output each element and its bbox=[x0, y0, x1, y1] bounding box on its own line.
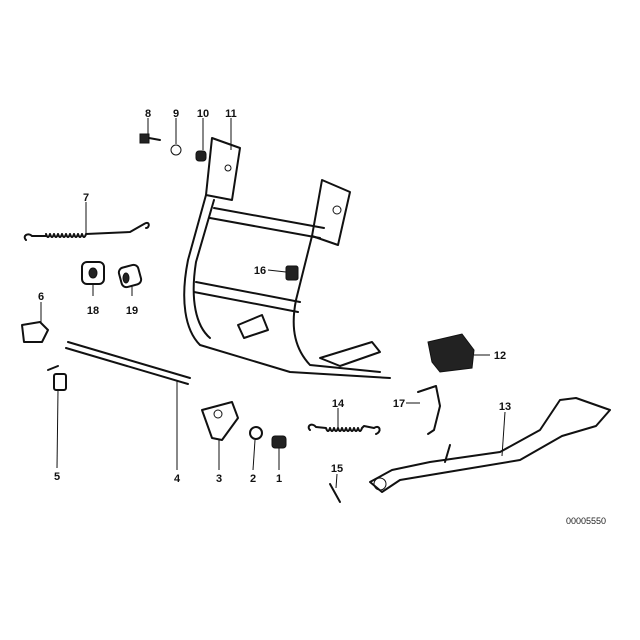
callout-19: 19 bbox=[126, 305, 138, 317]
leader-lines bbox=[40, 118, 506, 489]
callout-16: 16 bbox=[254, 265, 266, 277]
part-washer-2 bbox=[249, 426, 263, 440]
callout-5: 5 bbox=[54, 471, 60, 483]
callout-15: 15 bbox=[331, 463, 343, 475]
callout-10: 10 bbox=[197, 108, 209, 120]
part-bushing bbox=[195, 150, 207, 162]
part-pin bbox=[329, 483, 341, 503]
callout-12: 12 bbox=[494, 350, 506, 362]
callout-6: 6 bbox=[38, 291, 44, 303]
part-bracket-17 bbox=[417, 385, 441, 435]
part-rubber-buffer bbox=[81, 261, 105, 285]
callout-1: 1 bbox=[276, 473, 282, 485]
callout-7: 7 bbox=[83, 192, 89, 204]
callout-13: 13 bbox=[499, 401, 511, 413]
callout-3: 3 bbox=[216, 473, 222, 485]
part-nut-6 bbox=[21, 321, 49, 343]
callout-8: 8 bbox=[145, 108, 151, 120]
part-bracket bbox=[201, 401, 239, 441]
part-spring-7 bbox=[23, 221, 150, 241]
callout-11: 11 bbox=[225, 108, 237, 120]
part-stop-16 bbox=[285, 265, 299, 281]
callout-9: 9 bbox=[173, 108, 179, 120]
part-nut-1 bbox=[271, 435, 287, 449]
drawing-number: 00005550 bbox=[566, 516, 606, 526]
part-grease-nipple bbox=[47, 365, 67, 391]
part-shaft bbox=[65, 341, 191, 385]
part-lever bbox=[369, 397, 611, 493]
part-center-stand bbox=[183, 137, 391, 379]
callout-4: 4 bbox=[174, 473, 181, 485]
callout-2: 2 bbox=[250, 473, 256, 485]
part-sleeve bbox=[117, 263, 143, 289]
part-bolt bbox=[139, 133, 161, 144]
callout-17: 17 bbox=[393, 398, 405, 410]
callout-18: 18 bbox=[87, 305, 99, 317]
part-washer bbox=[170, 144, 182, 156]
part-rubber-pad bbox=[427, 333, 475, 373]
callout-14: 14 bbox=[332, 398, 345, 410]
part-spring-14 bbox=[307, 423, 381, 435]
